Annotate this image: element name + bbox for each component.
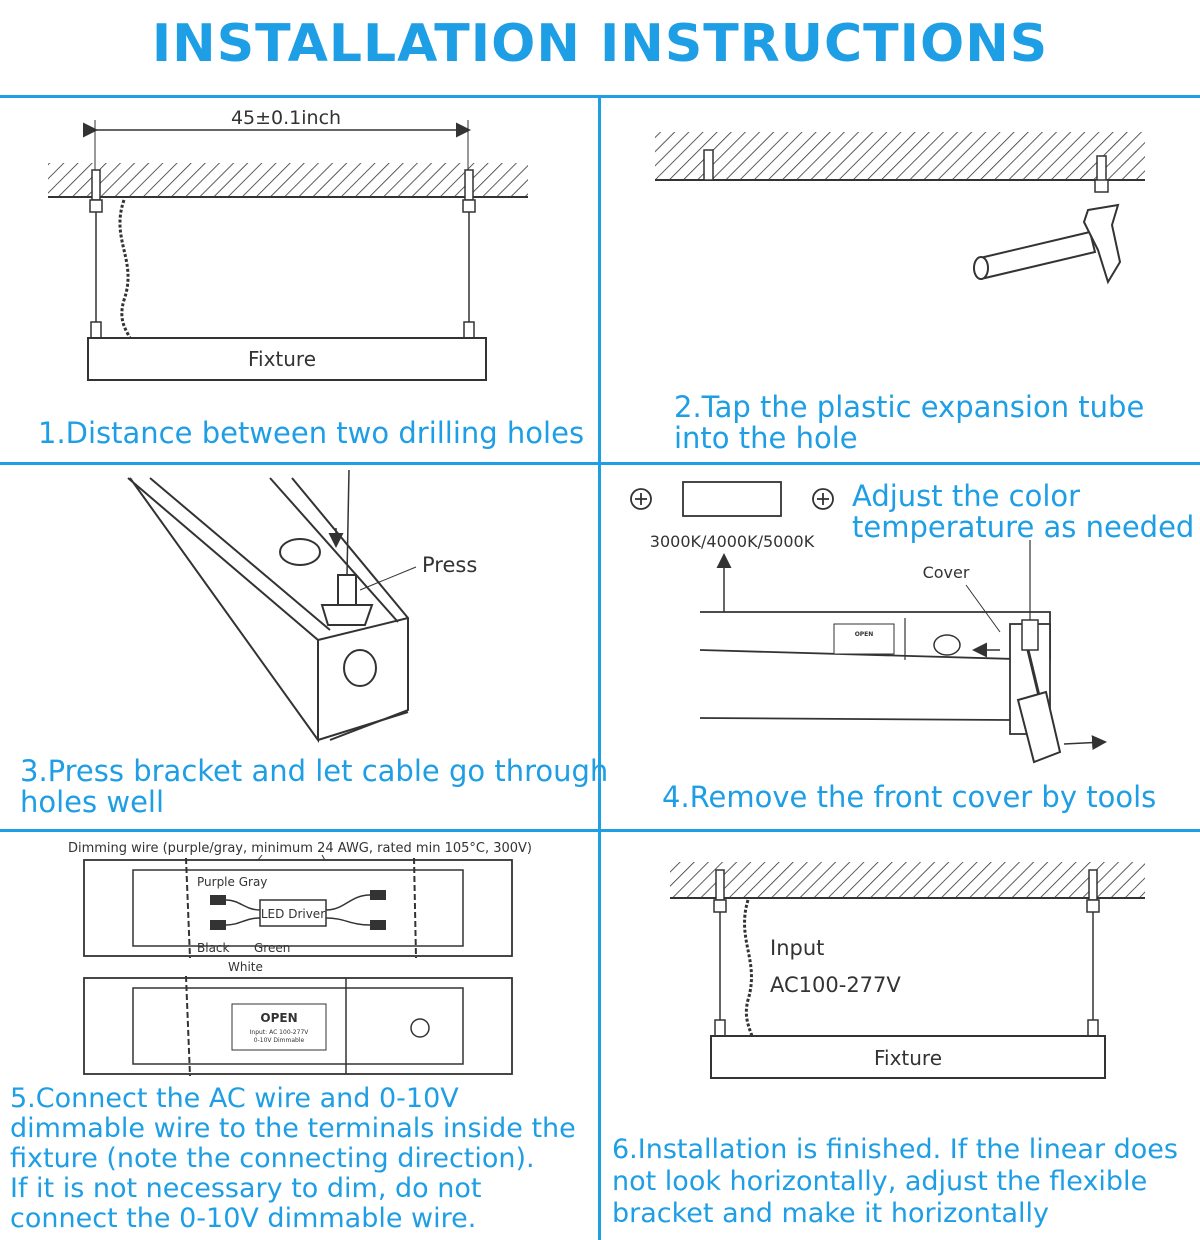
step1-dimension: 45±0.1inch [231, 107, 341, 129]
step5-white-label: White [228, 960, 263, 974]
step4-open-label: OPEN [855, 631, 874, 638]
step4-color-temp-note: Adjust the color temperature as needed [852, 481, 1194, 543]
step6-caption-line: 6.Installation is finished. If the linea… [612, 1134, 1178, 1165]
step6-fixture-label: Fixture [874, 1046, 942, 1070]
step5-dimming-note: Dimming wire (purple/gray, minimum 24 AW… [68, 841, 532, 856]
step3-caption: 3.Press bracket and let cable go through… [20, 756, 608, 818]
step5-open-input: Input: AC 100-277V [250, 1029, 310, 1036]
step3-press-label: Press [422, 553, 477, 577]
step5-green-label: Green [254, 941, 290, 955]
step6-caption-line: bracket and make it horizontally [612, 1198, 1049, 1229]
step3-diagram: Press [127, 469, 477, 744]
step2-caption-line: 2.Tap the plastic expansion tube [674, 390, 1145, 424]
step4-caption: 4.Remove the front cover by tools [662, 780, 1157, 814]
step6-input-label: Input [770, 936, 824, 960]
step2-diagram [655, 132, 1145, 285]
page-title: INSTALLATION INSTRUCTIONS [151, 14, 1049, 74]
step6-voltage-label: AC100-277V [770, 973, 901, 997]
step3-caption-line: 3.Press bracket and let cable go through [20, 754, 609, 788]
step4-cct-label: 3000K/4000K/5000K [650, 532, 815, 551]
step5-caption-line: 5.Connect the AC wire and 0-10V [10, 1083, 459, 1114]
expansion-anchor-left [91, 169, 101, 201]
step5-driver-label: LED Driver [261, 907, 325, 921]
step1-caption: 1.Distance between two drilling holes [38, 416, 585, 450]
fixture-body [87, 337, 487, 381]
cct-switch [682, 481, 782, 517]
step5-open-label: OPEN [260, 1011, 297, 1025]
step5-caption-line: dimmable wire to the terminals inside th… [10, 1113, 576, 1144]
power-cord [118, 199, 132, 339]
step5-black-label: Black [197, 941, 230, 955]
screw-icon-left [630, 488, 652, 510]
step1-fixture-label: Fixture [248, 347, 316, 371]
step2-caption-line: into the hole [674, 421, 858, 455]
grid-line-center [598, 95, 601, 1240]
step5-open-dimmable: 0-10V Dimmable [254, 1037, 305, 1044]
step5-caption-line: If it is not necessary to dim, do not [10, 1173, 482, 1204]
ceiling-hatch [48, 163, 528, 197]
step5-caption-line: fixture (note the connecting direction). [10, 1143, 535, 1174]
step4-cover-label: Cover [923, 563, 970, 582]
step6-caption: 6.Installation is finished. If the linea… [612, 1134, 1178, 1230]
color-temp-line: Adjust the color [852, 479, 1081, 513]
step4-diagram: 3000K/4000K/5000K Cover OPEN [630, 481, 1107, 764]
screw-icon-right [812, 488, 834, 510]
screwdriver-icon [1016, 649, 1062, 764]
step3-caption-line: holes well [20, 785, 165, 819]
expansion-anchor-right [464, 169, 474, 201]
step5-caption-line: connect the 0-10V dimmable wire. [10, 1203, 477, 1234]
step5-diagram: Dimming wire (purple/gray, minimum 24 AW… [68, 841, 532, 1077]
step5-caption: 5.Connect the AC wire and 0-10V dimmable… [10, 1084, 576, 1234]
color-temp-line: temperature as needed [852, 510, 1195, 544]
step6-caption-line: not look horizontally, adjust the flexib… [612, 1166, 1148, 1197]
hammer-icon [973, 203, 1122, 285]
step2-caption: 2.Tap the plastic expansion tube into th… [674, 392, 1144, 454]
step5-purple-gray: Purple Gray [197, 875, 267, 889]
step1-diagram: 45±0.1inch Fixture [48, 107, 528, 381]
step6-diagram: Fixture Input AC100-277V [670, 862, 1145, 1079]
